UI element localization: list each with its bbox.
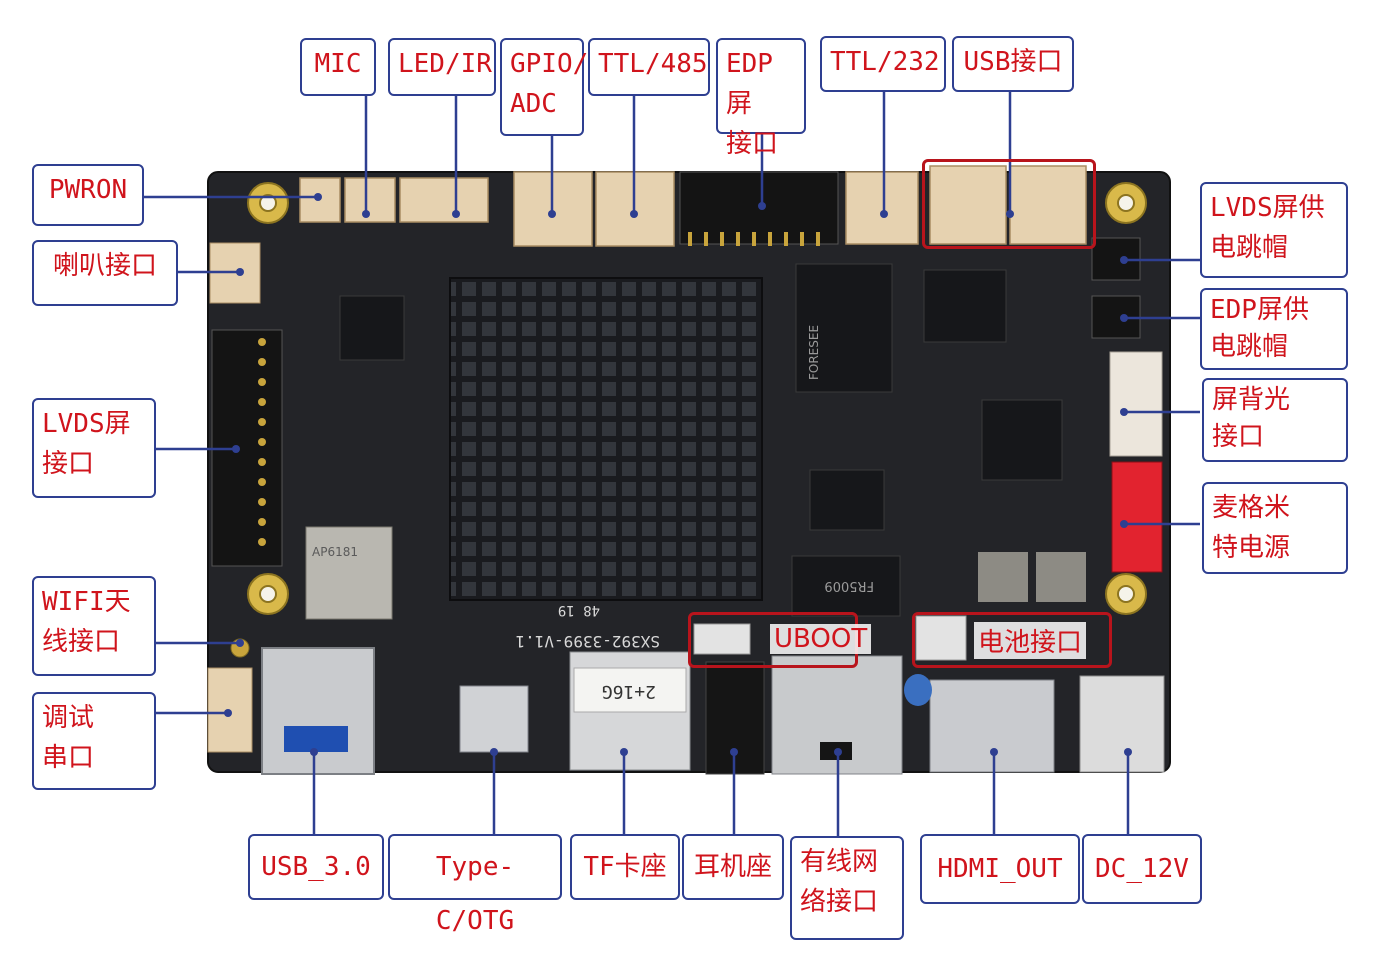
hdmi-port (929, 679, 1055, 773)
dc-12v-label: DC_12V (1082, 834, 1202, 904)
ram-sticker-text: 2+16G (602, 681, 656, 702)
mounting-holes (247, 182, 1147, 615)
emmc-mark: FORESEE (807, 325, 821, 380)
tf-slot-label: TF卡座 (570, 834, 680, 900)
usb3-port (261, 647, 375, 775)
pwron-label: PWRON (32, 164, 144, 226)
ram-sticker (573, 667, 687, 713)
heatsink (449, 277, 763, 601)
speaker-label: 喇叭接口 (32, 240, 178, 306)
battery-label: 电池接口 (974, 622, 1087, 659)
mic-label: MIC (300, 38, 376, 96)
heatsink-mark: 48 19 (558, 602, 600, 618)
wifi-module-mark: AP6181 (312, 545, 358, 559)
typec-port (459, 685, 529, 753)
ethernet-label: 有线网 络接口 (790, 836, 904, 940)
backlight-connector (1109, 351, 1163, 457)
chip-mark: FR5009 (824, 578, 874, 593)
molex-connector (1111, 461, 1163, 573)
wifi-module (305, 526, 393, 620)
lvds-port-label: LVDS屏 接口 (32, 398, 156, 498)
headphone-label: 耳机座 (682, 834, 784, 900)
usb3-label: USB_3.0 (248, 834, 384, 900)
usb-highlight-box (922, 159, 1096, 249)
gpio-adc-label: GPIO/ ADC (500, 38, 588, 136)
debug-uart-label: 调试 串口 (32, 692, 156, 790)
battery-highlight-box (912, 612, 1112, 668)
typec-label: Type-C/OTG (388, 834, 562, 936)
lvds-jumper-label: LVDS屏供 电跳帽 (1200, 182, 1348, 278)
led-ir-label: LED/IR (388, 38, 496, 96)
board-marking: SX392-3399-V1.1 (516, 632, 661, 651)
capacitor (904, 674, 932, 706)
molex-power-label: 麦格米 特电源 (1202, 482, 1348, 574)
usb-port-label: USB接口 (952, 36, 1074, 92)
emmc-chip (795, 263, 893, 393)
hdmi-out-label: HDMI_OUT (920, 834, 1080, 904)
ttl-232-label: TTL/232 (820, 36, 946, 92)
edp-jumper-label: EDP屏供 电跳帽 (1200, 288, 1348, 370)
dc-jack (1079, 675, 1165, 773)
leader-lines (142, 90, 1200, 836)
wifi-antenna-label: WIFI天 线接口 (32, 576, 156, 676)
uboot-label: UBOOT (770, 624, 872, 654)
edp-port-label: EDP屏 接口 (716, 38, 806, 159)
ttl-485-label: TTL/485 (588, 38, 710, 96)
backlight-label: 屏背光 接口 (1202, 378, 1348, 462)
